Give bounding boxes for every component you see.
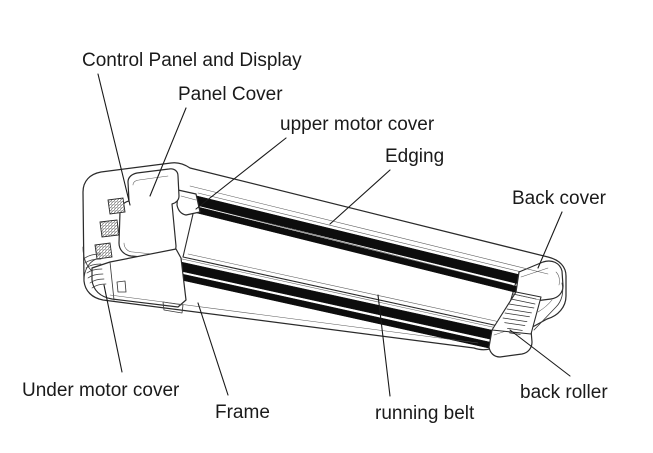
rear-wall-line-2	[537, 299, 553, 313]
leader-edging	[329, 169, 391, 225]
leader-under-motor-cover	[103, 284, 123, 373]
leader-back-cover	[537, 211, 563, 269]
label-upper-motor-cover: upper motor cover	[280, 114, 435, 135]
deck-inner-line-2	[187, 253, 501, 323]
panel-cover-inner-contour	[132, 175, 169, 186]
display-pad-1	[107, 197, 126, 215]
panel-cover-body	[118, 168, 180, 260]
leader-lines	[97, 73, 571, 397]
frame-long-seam-top	[189, 185, 549, 275]
display-pad-2	[99, 219, 120, 238]
display-pad-3	[94, 242, 113, 260]
label-frame: Frame	[215, 402, 270, 423]
motor-vent-slats	[84, 253, 107, 289]
upper-motor-cover-crease	[180, 195, 197, 201]
label-back-roller: back roller	[520, 382, 608, 403]
under-motor-cover-lip	[109, 261, 115, 301]
leader-upper-motor-cover	[195, 137, 287, 210]
back-cover-seam	[520, 267, 549, 278]
panel-cover-bottom-contour	[123, 242, 163, 256]
leader-frame	[197, 302, 229, 396]
leader-control-panel-and-display	[97, 73, 131, 206]
deck-inner-line	[199, 205, 513, 286]
edging-lower-highlight	[172, 256, 507, 331]
under-motor-cover	[84, 248, 187, 314]
under-motor-cover-latch	[116, 280, 127, 293]
leader-running-belt	[377, 294, 391, 397]
label-edging: Edging	[385, 146, 444, 167]
label-control-panel-and-display: Control Panel and Display	[82, 50, 302, 71]
upper-motor-cover	[176, 189, 201, 216]
frame-long-seam-bottom	[109, 294, 479, 344]
callout-labels: Control Panel and Display Panel Cover up…	[22, 50, 608, 424]
back-cover-seam-2	[555, 271, 560, 286]
under-motor-cover-body	[91, 248, 187, 308]
edging-upper-highlight	[197, 192, 539, 277]
rear-shell-wall	[533, 282, 564, 331]
label-running-belt: running belt	[375, 403, 475, 424]
treadmill-illustration	[82, 162, 567, 358]
back-roller-edge-highlight	[516, 294, 541, 301]
label-under-motor-cover: Under motor cover	[22, 380, 180, 401]
leader-panel-cover	[149, 107, 187, 197]
frame-foot-tab	[162, 301, 184, 314]
label-panel-cover: Panel Cover	[178, 84, 283, 105]
leader-back-roller	[509, 329, 571, 377]
rear-wall-line	[533, 282, 564, 331]
back-roller	[491, 291, 542, 336]
label-back-cover: Back cover	[512, 188, 607, 209]
